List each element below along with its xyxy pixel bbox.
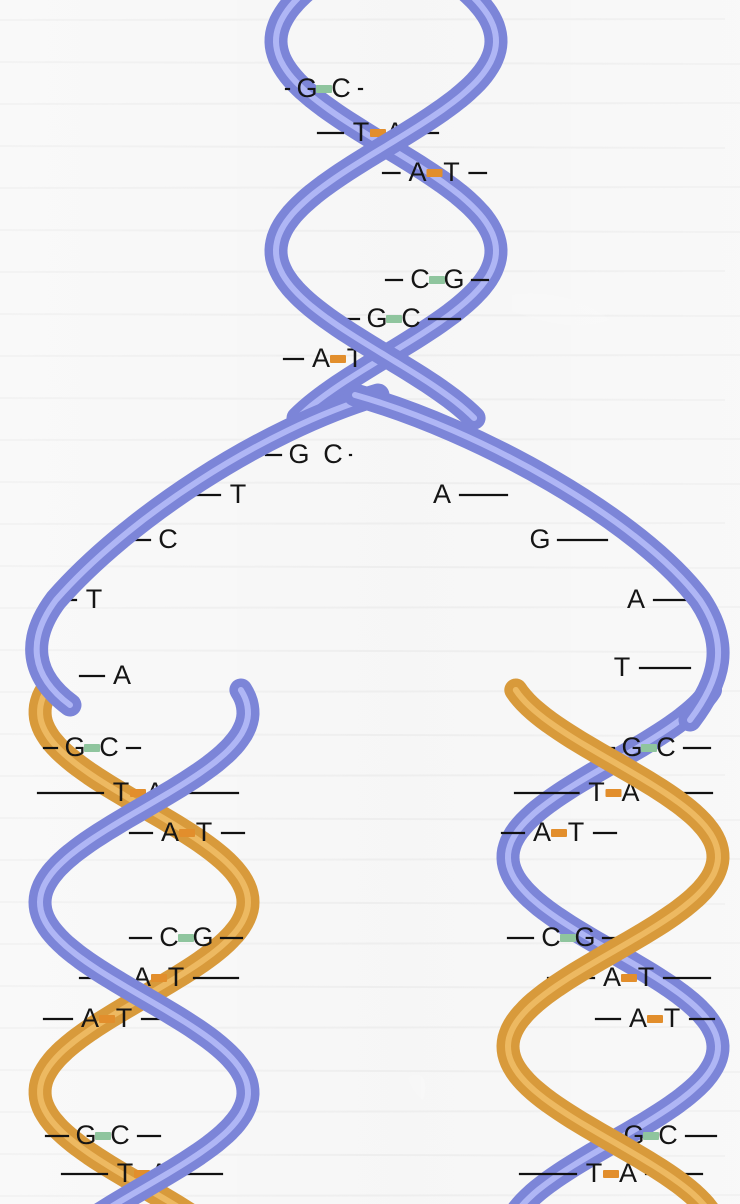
left-parent-strand-fork-highlight: [33, 392, 381, 708]
right-base-label: G: [443, 264, 464, 294]
at-hydrogen-bond: [605, 789, 622, 797]
left-base-label: G: [366, 303, 387, 333]
gc-hydrogen-bond: [641, 744, 657, 752]
at-hydrogen-bond: [603, 1170, 619, 1178]
left-base-label: T: [113, 777, 130, 807]
left-base-label: T: [353, 117, 370, 147]
left-base-label: G: [64, 732, 85, 762]
left-parent-strand-front-highlight: [36, 687, 252, 1204]
left-base-label: A: [629, 1003, 647, 1033]
right-parent-strand-fork-highlight: [352, 392, 722, 723]
parent-strand-back-highlight: [272, 0, 500, 421]
front-strands: [25, 0, 730, 1204]
right-unpaired-base-label: A: [627, 584, 645, 614]
left-new-strand-back-highlight: [37, 687, 252, 1204]
left-base-label: C: [541, 922, 561, 952]
right-base-label: T: [168, 962, 185, 992]
left-unpaired-base-5: A: [78, 660, 131, 690]
at-hydrogen-bond: [130, 789, 146, 797]
right-base-label: G: [192, 922, 213, 952]
right-unpaired-base-label: A: [433, 479, 451, 509]
at-hydrogen-bond: [647, 1015, 663, 1023]
right-unpaired-base-3: G: [529, 524, 609, 554]
left-unpaired-base-label: A: [113, 660, 131, 690]
at-hydrogen-bond: [621, 974, 637, 982]
parent-strand-front-highlight: [272, 0, 500, 421]
right-unpaired-base-1: C: [323, 439, 353, 469]
at-hydrogen-bond: [330, 355, 346, 363]
paper-glare: [512, 293, 610, 326]
right-base-label: C: [658, 1120, 678, 1150]
left-unpaired-base-label: T: [86, 584, 103, 614]
paper-glare: [408, 1074, 426, 1100]
at-hydrogen-bond: [426, 169, 443, 177]
left-base-label: G: [621, 732, 642, 762]
right-base-label: C: [99, 732, 119, 762]
left-unpaired-base-label: C: [158, 524, 178, 554]
right-unpaired-base-5: T: [614, 652, 692, 682]
left-base-label: G: [296, 73, 317, 103]
gc-hydrogen-bond: [316, 85, 332, 93]
right-unpaired-base-2: A: [433, 479, 509, 509]
right-base-label: T: [568, 817, 585, 847]
right-base-label: G: [574, 922, 595, 952]
gc-hydrogen-bond: [560, 934, 576, 942]
right-base-label: C: [401, 303, 421, 333]
left-unpaired-base-1: G: [264, 439, 310, 469]
gc-hydrogen-bond: [386, 315, 402, 323]
left-base-label: A: [603, 962, 621, 992]
left-base-label: C: [410, 264, 430, 294]
right-unpaired-base-label: G: [529, 524, 550, 554]
at-hydrogen-bond: [179, 829, 195, 837]
right-base-label: T: [443, 157, 460, 187]
left-base-label: A: [161, 817, 179, 847]
left-base-label: A: [81, 1003, 99, 1033]
right-unpaired-base-label: T: [614, 652, 631, 682]
right-base-label: T: [638, 962, 655, 992]
gc-hydrogen-bond: [84, 744, 100, 752]
at-hydrogen-bond: [551, 829, 567, 837]
left-base-label: C: [159, 922, 179, 952]
right-base-label: T: [116, 1003, 133, 1033]
left-base-label: A: [408, 157, 426, 187]
left-unpaired-base-label: G: [288, 439, 309, 469]
left-unpaired-base-label: T: [230, 479, 247, 509]
right-base-label: C: [656, 732, 676, 762]
right-unpaired-base-label: C: [323, 439, 343, 469]
left-base-label: T: [586, 1158, 603, 1188]
right-base-label: C: [331, 73, 351, 103]
left-base-label: T: [588, 777, 605, 807]
right-new-strand-front-highlight: [504, 687, 722, 1204]
gc-hydrogen-bond: [95, 1132, 111, 1140]
at-hydrogen-bond: [151, 974, 167, 982]
right-base-label: T: [196, 817, 213, 847]
left-base-label: A: [533, 817, 551, 847]
right-base-label: C: [110, 1120, 130, 1150]
left-base-label: T: [117, 1158, 134, 1188]
gc-hydrogen-bond: [429, 276, 445, 284]
gc-hydrogen-bond: [178, 934, 194, 942]
at-hydrogen-bond: [99, 1015, 115, 1023]
right-base-label: T: [664, 1003, 681, 1033]
gc-hydrogen-bond: [643, 1132, 659, 1140]
left-base-label: G: [75, 1120, 96, 1150]
left-base-label: A: [312, 343, 330, 373]
